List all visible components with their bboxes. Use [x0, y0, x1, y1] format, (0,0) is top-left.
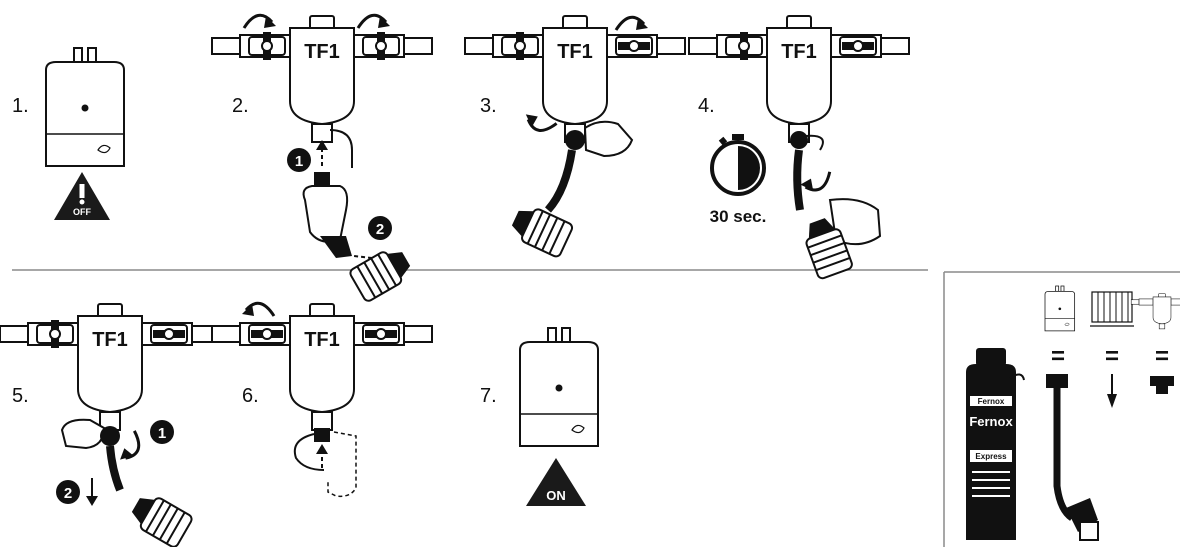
- filter-tf1-icon: TF1: [0, 303, 221, 431]
- rotate-arrow-icon: [242, 13, 278, 30]
- marker-1-label: 1: [295, 153, 303, 170]
- filter-label: TF1: [92, 329, 128, 351]
- valve-icon: [615, 36, 653, 56]
- timer-label: 30 sec.: [710, 207, 767, 226]
- hand-icon: [828, 198, 882, 246]
- valve-icon: [248, 31, 286, 61]
- rotate-arrow-icon: [356, 13, 392, 30]
- radiator-adapter-icon: [1107, 374, 1117, 408]
- equals-sign: =: [1051, 343, 1065, 370]
- marker-1: [287, 148, 311, 172]
- step-number: 2.: [232, 95, 249, 117]
- stopwatch-icon: [710, 134, 766, 196]
- warning-off-icon: OFF: [54, 172, 110, 220]
- marker-2: [56, 480, 80, 504]
- bottle-label-text: Express: [975, 452, 1007, 461]
- dosing-bottle-icon: [347, 242, 417, 304]
- marker-1-label: 1: [158, 425, 166, 442]
- hose-adapter-icon: [1046, 374, 1099, 541]
- valve-icon: [362, 31, 400, 61]
- step-4: 4. TF1 30 sec.: [688, 15, 910, 281]
- step-2: 2. TF1 1 2: [211, 13, 433, 304]
- step-number: 4.: [698, 95, 715, 117]
- marker-2: [368, 216, 392, 240]
- rotate-arrow-icon: [240, 301, 276, 318]
- filter-label: TF1: [304, 329, 340, 351]
- rotate-arrow-icon: [116, 429, 147, 467]
- valve-icon: [362, 324, 400, 344]
- step-number: 1.: [12, 95, 29, 117]
- step-number: 6.: [242, 385, 259, 407]
- product-panel: Fernox Fernox Express: [966, 285, 1180, 541]
- filter-tf1-icon: TF1: [688, 15, 910, 143]
- bottle-brand: Fernox: [969, 414, 1013, 429]
- marker-2-label: 2: [376, 221, 384, 238]
- marker-1: [150, 420, 174, 444]
- bottle-top-text: Fernox: [978, 397, 1005, 406]
- filter-label: TF1: [781, 41, 817, 63]
- boiler-icon: [45, 47, 125, 167]
- step-3: 3. TF1: [464, 15, 686, 260]
- valve-icon: [150, 324, 188, 344]
- step-6: 6. TF1: [211, 301, 433, 498]
- dosing-bottle-icon: [125, 488, 195, 547]
- step-7: 7. ON: [480, 327, 599, 506]
- hand-icon: [60, 418, 106, 450]
- hand-icon: [583, 120, 634, 158]
- filter-tf1-icon: [1130, 293, 1180, 330]
- radiator-icon: [1090, 291, 1134, 327]
- step-number: 3.: [480, 95, 497, 117]
- valve-icon: [248, 324, 286, 344]
- rotate-arrow-icon: [614, 15, 650, 32]
- filter-tf1-icon: TF1: [211, 303, 433, 431]
- dosing-bottle-icon: Fernox Fernox Express: [966, 348, 1025, 540]
- boiler-icon: [519, 327, 599, 447]
- step-number: 5.: [12, 385, 29, 407]
- warning-off-label: OFF: [73, 207, 91, 217]
- filter-adapter-icon: [1150, 376, 1174, 394]
- marker-2-label: 2: [64, 485, 72, 502]
- rotate-arrow-icon: [798, 170, 836, 197]
- hand-icon: [302, 185, 349, 243]
- filter-label: TF1: [304, 41, 340, 63]
- equals-sign: =: [1155, 343, 1169, 370]
- warning-on-label: ON: [546, 488, 566, 503]
- filter-tf1-icon: TF1: [464, 15, 686, 143]
- step-5: 5. TF1 1 2: [0, 303, 221, 547]
- warning-on-icon: ON: [526, 458, 586, 506]
- filter-tf1-icon: TF1: [211, 15, 433, 143]
- step-number: 7.: [480, 385, 497, 407]
- filter-label: TF1: [557, 41, 593, 63]
- equals-sign: =: [1105, 343, 1119, 370]
- dosing-bottle-icon: [506, 200, 575, 260]
- boiler-icon: [1044, 285, 1076, 332]
- valve-icon: [36, 319, 74, 349]
- valve-icon: [725, 31, 763, 61]
- step-1: 1. OFF: [12, 47, 125, 220]
- valve-icon: [839, 36, 877, 56]
- valve-icon: [501, 31, 539, 61]
